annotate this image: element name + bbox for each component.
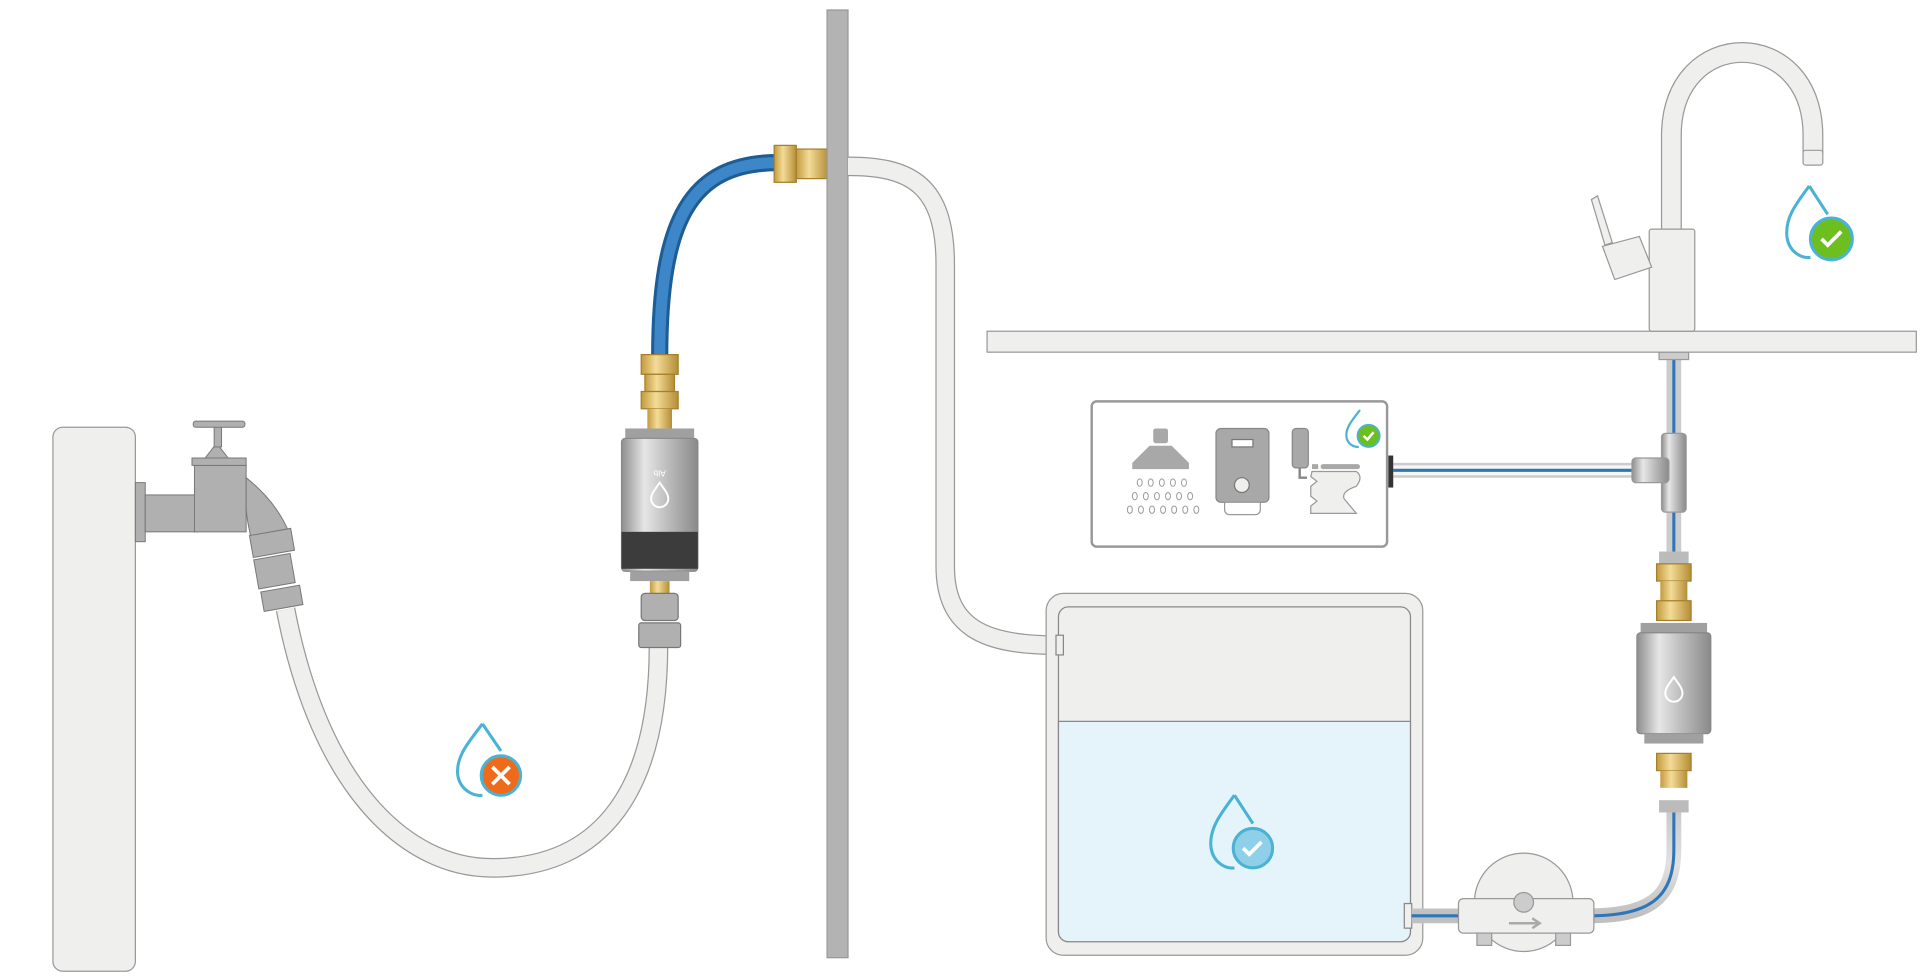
house-wall xyxy=(52,426,136,972)
appliances-ok-marker xyxy=(1345,409,1381,449)
tank-ok-marker xyxy=(1209,794,1275,870)
water-drop-icon xyxy=(456,722,484,797)
filter-right xyxy=(1636,551,1712,813)
wall-connector xyxy=(773,144,829,183)
water-drop-icon xyxy=(1785,185,1811,260)
flow-arrow-icon xyxy=(1508,917,1542,930)
water-tank xyxy=(1045,592,1424,956)
pump xyxy=(1457,852,1595,953)
water-drop-icon xyxy=(1209,794,1236,870)
check-icon xyxy=(1356,423,1381,448)
toilet-icon xyxy=(1291,427,1361,515)
appliances-panel xyxy=(1090,400,1389,548)
outdoor-tap xyxy=(134,420,304,612)
shower-icon xyxy=(1126,428,1200,514)
kitchen-counter xyxy=(986,330,1917,353)
water-drop-logo-icon xyxy=(650,480,670,509)
filter-logo: Alb xyxy=(653,468,666,478)
pressure-pipe xyxy=(1388,357,1682,924)
t-joint xyxy=(1631,351,1690,513)
filter-left: Alb xyxy=(620,354,699,649)
not-drinkable-marker xyxy=(456,722,523,797)
faucet-ok-marker xyxy=(1785,185,1854,262)
kitchen-faucet xyxy=(1590,42,1824,332)
wall xyxy=(826,9,849,959)
water-heater-icon xyxy=(1215,427,1270,516)
tank-water xyxy=(1057,720,1412,943)
water-drop-icon xyxy=(1345,409,1361,449)
water-drop-logo-icon xyxy=(1664,675,1684,703)
blue-hose xyxy=(651,154,778,358)
